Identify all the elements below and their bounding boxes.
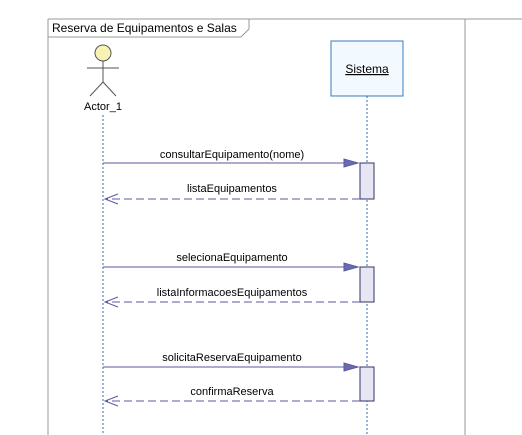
activation-bar <box>359 162 375 200</box>
actor: Actor_1 <box>84 44 122 113</box>
message-label: listaEquipamentos <box>187 183 277 195</box>
system-object[interactable]: Sistema <box>330 40 404 97</box>
message-label: selecionaEquipamento <box>176 252 287 264</box>
message-label: listaInformacoesEquipamentos <box>157 287 308 299</box>
system-name: Sistema <box>345 62 389 76</box>
open-arrowhead-icon <box>103 395 119 407</box>
message-label: solicitaReservaEquipamento <box>162 352 301 364</box>
message-call[interactable]: solicitaReservaEquipamento <box>103 352 360 372</box>
filled-arrowhead-icon <box>343 262 360 272</box>
message-return[interactable]: confirmaReserva <box>103 386 360 407</box>
actor-right-leg <box>102 81 117 97</box>
frame-title-tab <box>48 19 250 38</box>
actor-left-leg <box>89 81 104 97</box>
open-arrowhead-icon <box>103 193 119 205</box>
system-box[interactable] <box>330 40 404 97</box>
frame: Reserva de Equipamentos e Salas <box>47 18 522 435</box>
message-call[interactable]: selecionaEquipamento <box>103 252 360 272</box>
message-label: confirmaReserva <box>190 386 274 398</box>
filled-arrowhead-icon <box>343 158 360 168</box>
frame-title: Reserva de Equipamentos e Salas <box>52 21 237 35</box>
message-return[interactable]: listaEquipamentos <box>103 183 360 205</box>
activation-bar <box>359 366 375 402</box>
message-return[interactable]: listaInformacoesEquipamentos <box>103 287 360 308</box>
message-call[interactable]: consultarEquipamento(nome) <box>103 149 360 168</box>
actor-head <box>94 44 112 62</box>
open-arrowhead-icon <box>103 296 119 308</box>
actor-name: Actor_1 <box>84 101 122 113</box>
message-label: consultarEquipamento(nome) <box>160 149 304 161</box>
activation-bar <box>359 266 375 303</box>
filled-arrowhead-icon <box>343 362 360 372</box>
